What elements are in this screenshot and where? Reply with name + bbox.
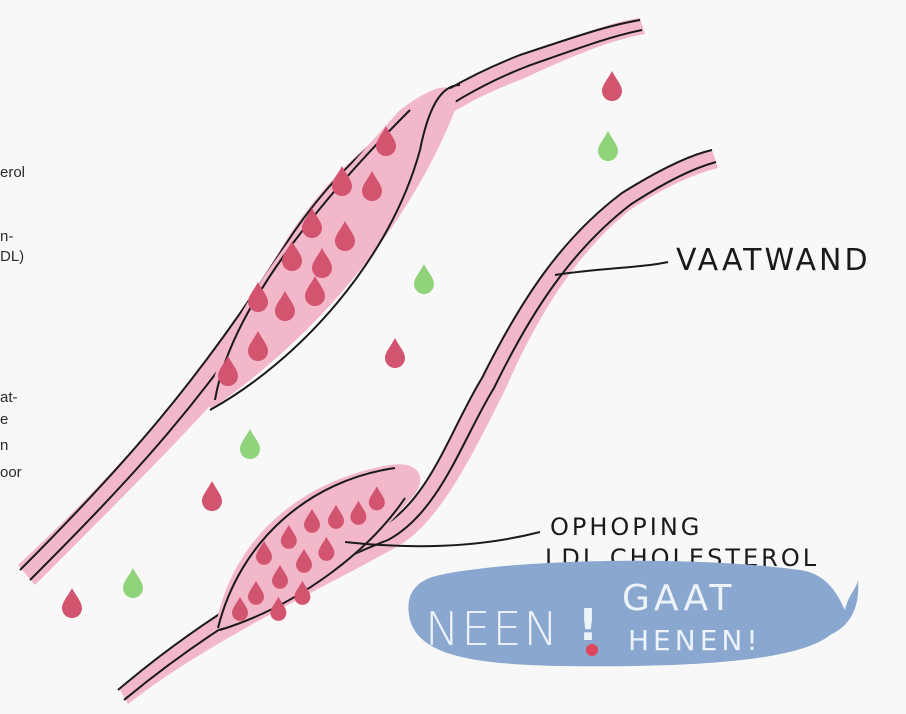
bubble-text-right-1: GAAT xyxy=(622,578,735,619)
ldl-drop xyxy=(385,338,405,368)
hdl-drop xyxy=(414,264,434,294)
buildup-label-line-1: OPHOPING xyxy=(550,513,702,541)
upper-plaque xyxy=(210,85,460,410)
hdl-drop xyxy=(240,429,260,459)
bubble-text-left: NEEN xyxy=(425,602,560,656)
hdl-drop xyxy=(598,131,618,161)
ldl-drop xyxy=(62,588,82,618)
vessel-wall-label: VAATWAND xyxy=(676,243,871,278)
ldl-drop xyxy=(602,71,622,101)
exclamation-dot xyxy=(586,644,598,656)
bubble-exclamation: ! xyxy=(578,600,598,651)
hdl-drop xyxy=(123,568,143,598)
speech-bubble: NEEN ! GAAT HENEN! xyxy=(408,561,858,667)
bubble-text-right-2: HENEN! xyxy=(628,624,762,657)
ldl-drop xyxy=(202,481,222,511)
